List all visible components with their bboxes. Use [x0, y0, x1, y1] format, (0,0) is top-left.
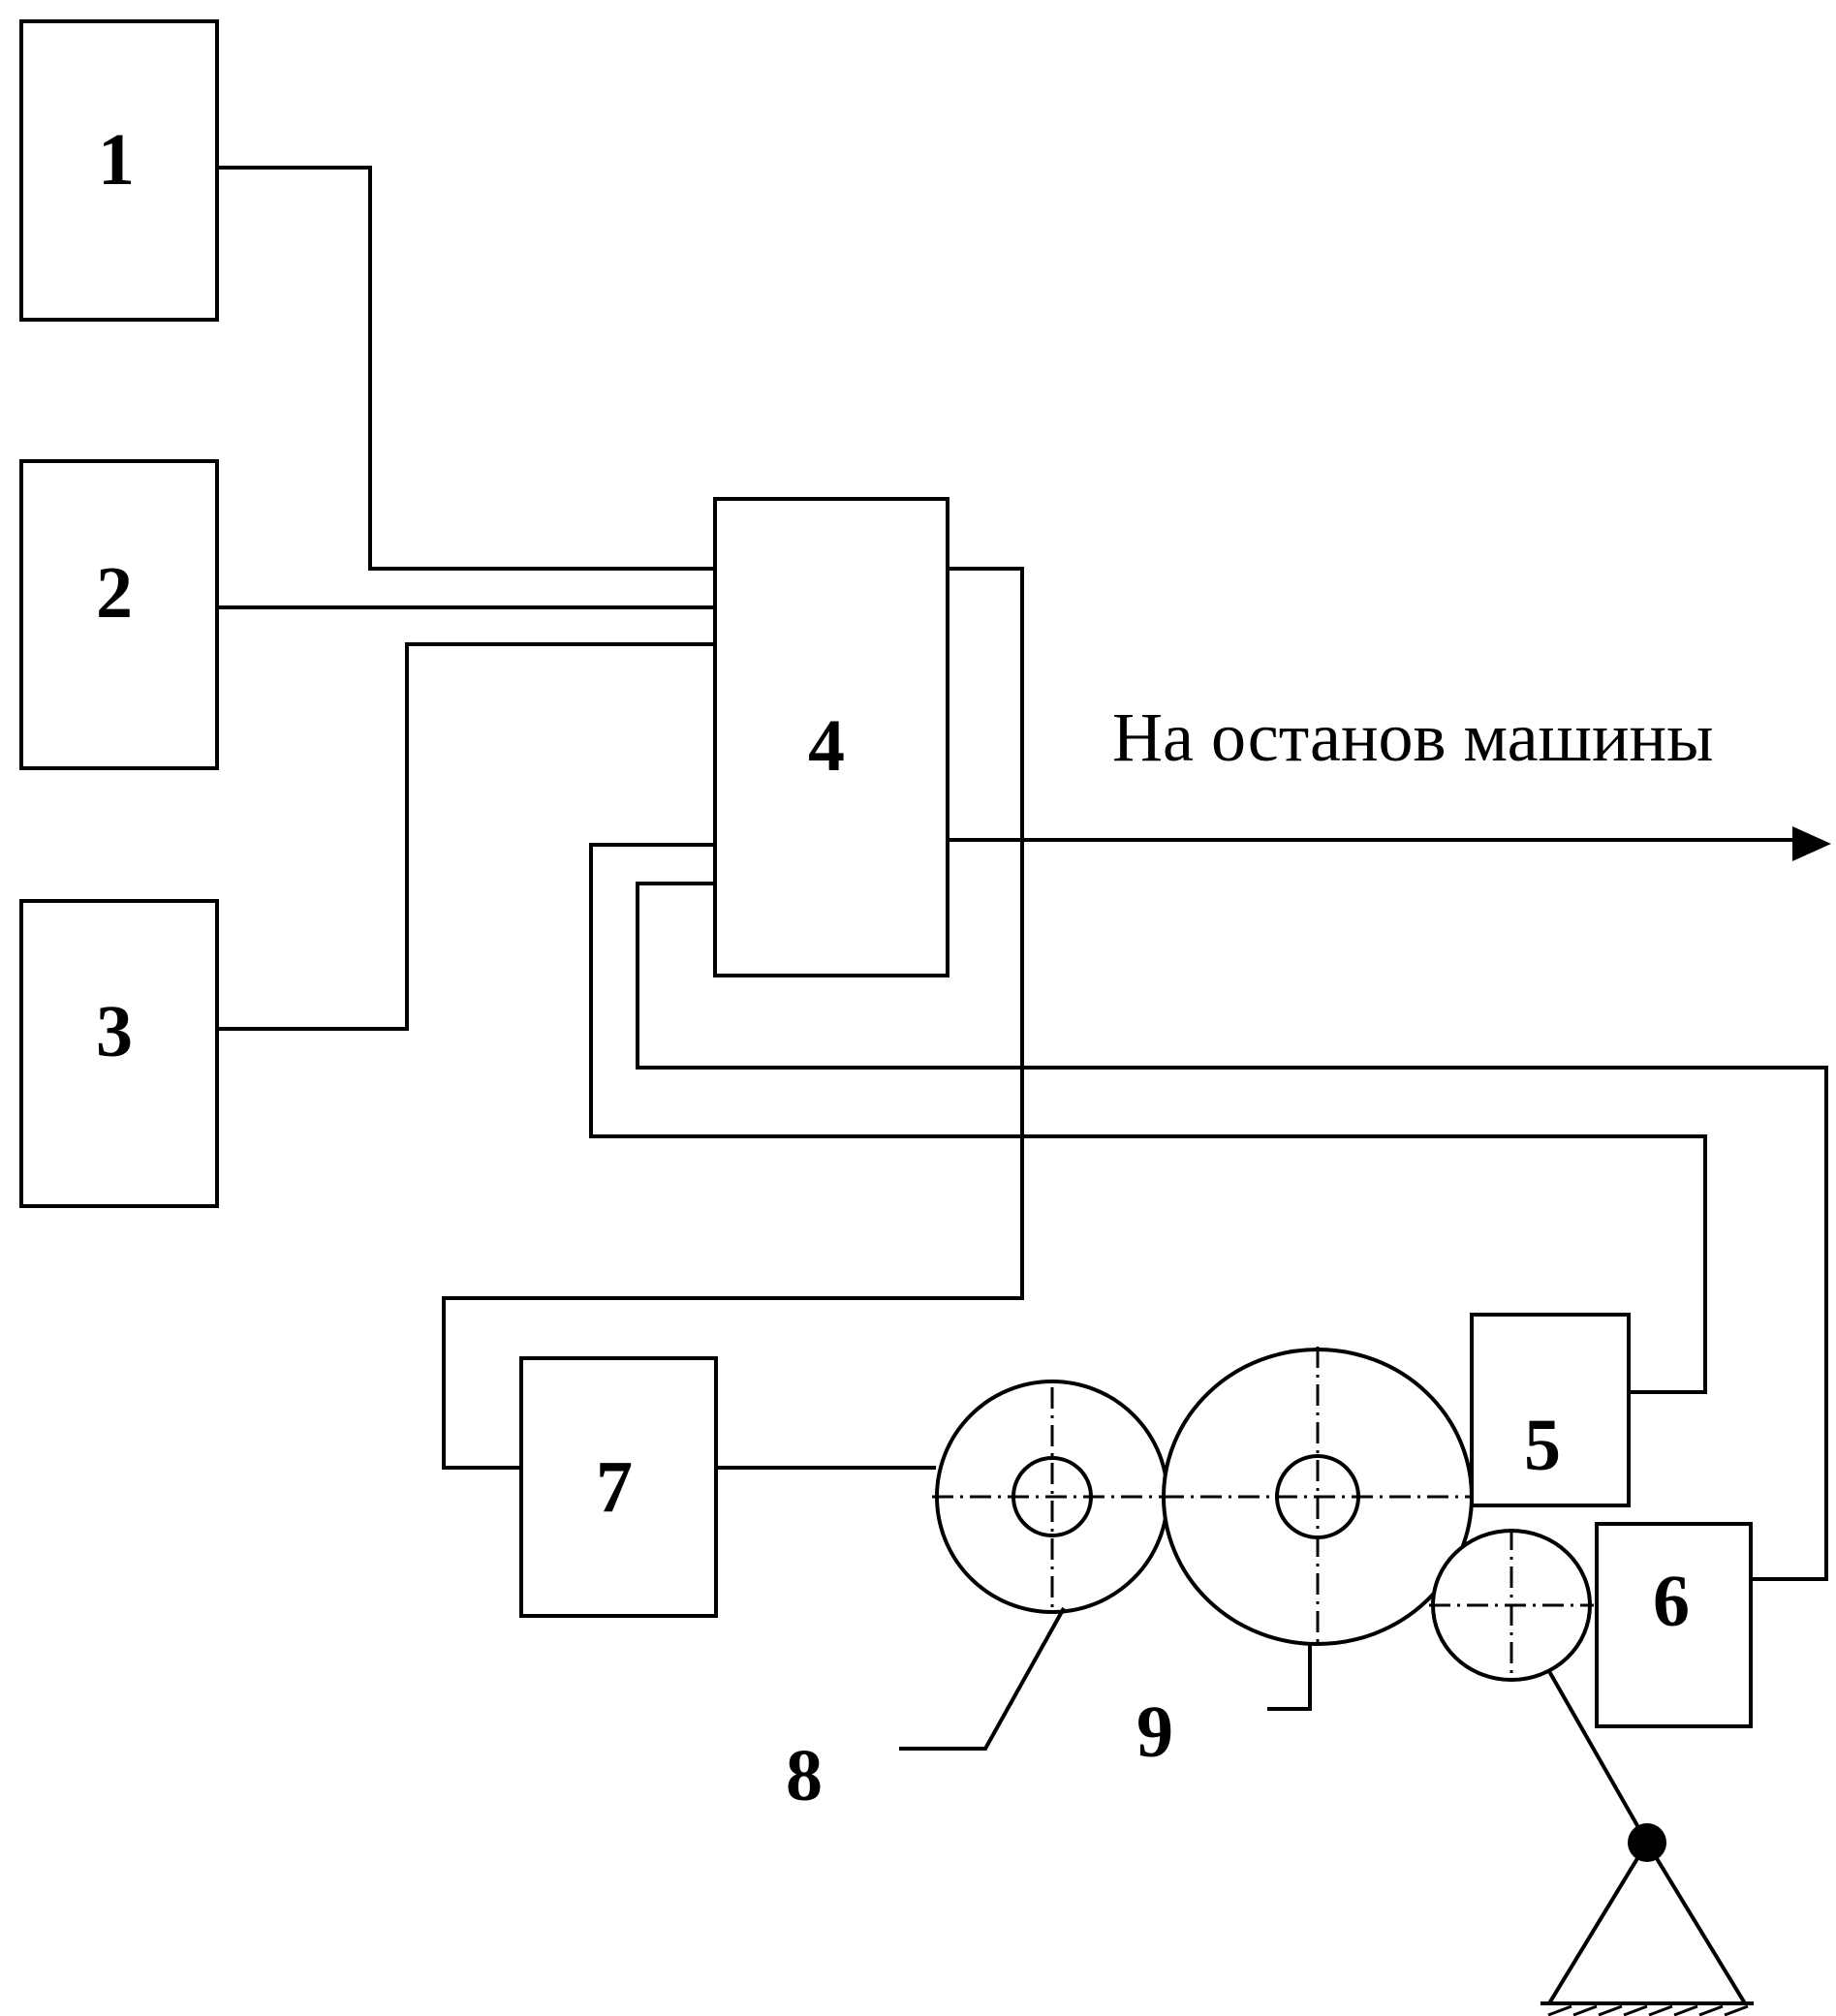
part-8-label: 8 — [786, 1735, 823, 1816]
roller-8 — [932, 1381, 1170, 1612]
block-1: 1 — [21, 21, 217, 320]
block-6: 6 — [1597, 1524, 1751, 1726]
block-5: 5 — [1472, 1315, 1629, 1505]
part-9-label: 9 — [1136, 1691, 1173, 1773]
pivot-support — [1540, 1823, 1754, 2015]
block-6-label: 6 — [1653, 1561, 1690, 1642]
wire-block1-to-block4 — [217, 168, 715, 569]
block-2: 2 — [21, 461, 217, 768]
block-2-label: 2 — [96, 552, 133, 634]
block-7: 7 — [521, 1358, 716, 1616]
block-1-label: 1 — [98, 119, 135, 201]
leader-8 — [899, 1608, 1064, 1749]
roller-9 — [1163, 1347, 1473, 1647]
block-3-label: 3 — [96, 991, 133, 1072]
leader-9 — [1267, 1644, 1310, 1709]
block-4: 4 — [715, 499, 948, 976]
wire-block3-to-block4 — [217, 644, 715, 1029]
output-label: На останов машины — [1112, 698, 1713, 776]
pivot-joint — [1628, 1823, 1666, 1862]
block-4-label: 4 — [808, 705, 845, 787]
block-7-label: 7 — [596, 1446, 633, 1528]
block-3: 3 — [21, 901, 217, 1206]
block-5-label: 5 — [1524, 1405, 1561, 1486]
output-arrowhead — [1792, 826, 1831, 861]
